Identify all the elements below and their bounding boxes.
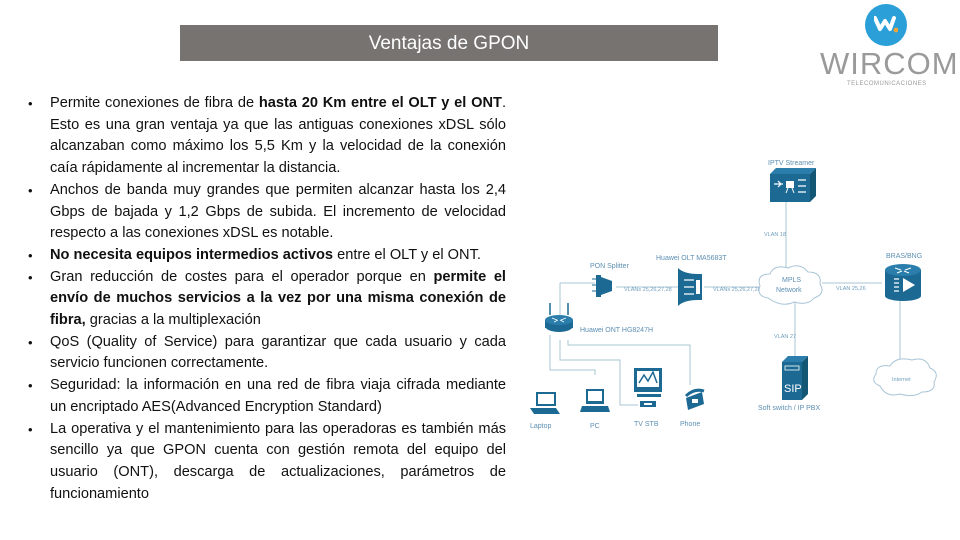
svg-text:SIP: SIP xyxy=(784,383,802,395)
pon-splitter-icon xyxy=(592,275,612,297)
mpls-cloud-icon xyxy=(758,265,823,305)
ont-router-icon xyxy=(545,303,573,332)
logo-circle-icon xyxy=(865,4,907,46)
bullet-text-bold: hasta 20 Km entre el OLT y el ONT xyxy=(258,95,502,111)
bullet-text: La operativa y el mantenimiento para las… xyxy=(50,420,506,502)
bullet-item: No necesita equipos intermedios activos … xyxy=(28,245,506,267)
bullet-item: QoS (Quality of Service) para garantizar… xyxy=(28,332,506,375)
pc-icon xyxy=(580,389,610,412)
vlan-iptv-label: VLAN 18 xyxy=(764,232,786,238)
internet-cloud-icon xyxy=(873,358,937,397)
bullet-text: Gran reducción de costes para el operado… xyxy=(50,268,434,285)
bullet-item: Anchos de banda muy grandes que permiten… xyxy=(28,180,506,245)
bullet-item: Seguridad: la información en una red de … xyxy=(28,375,506,418)
bullet-item: La operativa y el mantenimiento para las… xyxy=(28,419,506,506)
slide-title: Ventajas de GPON xyxy=(180,25,718,61)
bullet-text: . Esto es una gran ventaja ya que las an… xyxy=(50,95,506,177)
bullet-text: QoS (Quality of Service) para garantizar… xyxy=(50,333,506,372)
vlan-olt-mpls-label: VLANs 25,26,27,28 xyxy=(713,287,761,293)
mpls-label: MPLS xyxy=(782,277,801,284)
tvstb-label: TV STB xyxy=(634,421,659,428)
bullet-text: Anchos de banda muy grandes que permiten… xyxy=(50,181,506,242)
bullet-item: Gran reducción de costes para el operado… xyxy=(28,267,506,332)
wircom-logo: WIRCOM TELECOMUNICACIONES xyxy=(815,2,960,90)
iptv-streamer-icon xyxy=(770,168,816,202)
tv-stb-icon xyxy=(634,368,662,407)
bullet-text: entre el OLT y el ONT. xyxy=(333,246,481,263)
vlan-splitter-olt-label: VLANs 25,26,27,28 xyxy=(624,287,672,293)
phone-icon xyxy=(684,388,705,410)
logo-tagline: TELECOMUNICACIONES xyxy=(847,81,927,87)
internet-label: Internet xyxy=(892,377,911,383)
ont-label: Huawei ONT HG8247H xyxy=(580,327,653,334)
bullet-item: Permite conexiones de fibra de hasta 20 … xyxy=(28,93,506,180)
phone-label: Phone xyxy=(680,421,700,428)
advantages-list: Permite conexiones de fibra de hasta 20 … xyxy=(28,93,506,505)
iptv-label: IPTV Streamer xyxy=(768,160,815,167)
connection-lines xyxy=(549,200,901,406)
mpls-network-label: Network xyxy=(776,287,802,294)
softswitch-label: Soft switch / IP PBX xyxy=(758,405,820,412)
bras-label: BRAS/BNG xyxy=(886,253,922,260)
bullet-text-bold: No necesita equipos intermedios activos xyxy=(50,246,334,263)
laptop-icon xyxy=(530,392,560,414)
gpon-network-diagram: IPTV Streamer VLAN 18 PON Splitter VLANs… xyxy=(530,160,937,430)
logo-wordmark: WIRCOM xyxy=(820,46,959,81)
softswitch-server-icon: SIP xyxy=(782,356,808,400)
bullet-text: Seguridad: la información en una red de … xyxy=(50,377,506,415)
olt-label: Huawei OLT MA5683T xyxy=(656,255,727,262)
splitter-label: PON Splitter xyxy=(590,263,630,270)
olt-icon xyxy=(678,268,702,306)
bullet-text-bold: permite el envío de muchos servicios a l… xyxy=(50,268,506,329)
pc-label: PC xyxy=(590,423,600,430)
vlan-mpls-bras-label: VLAN 25,26 xyxy=(836,286,866,292)
laptop-label: Laptop xyxy=(530,423,552,430)
w-letter-icon xyxy=(874,16,898,33)
bras-router-icon xyxy=(885,264,921,301)
vlan-mpls-softswitch-label: VLAN 27 xyxy=(774,334,796,340)
bullet-text: gracias a la multiplexación xyxy=(85,312,261,329)
bullet-text: Permite conexiones de fibra de xyxy=(50,95,259,111)
